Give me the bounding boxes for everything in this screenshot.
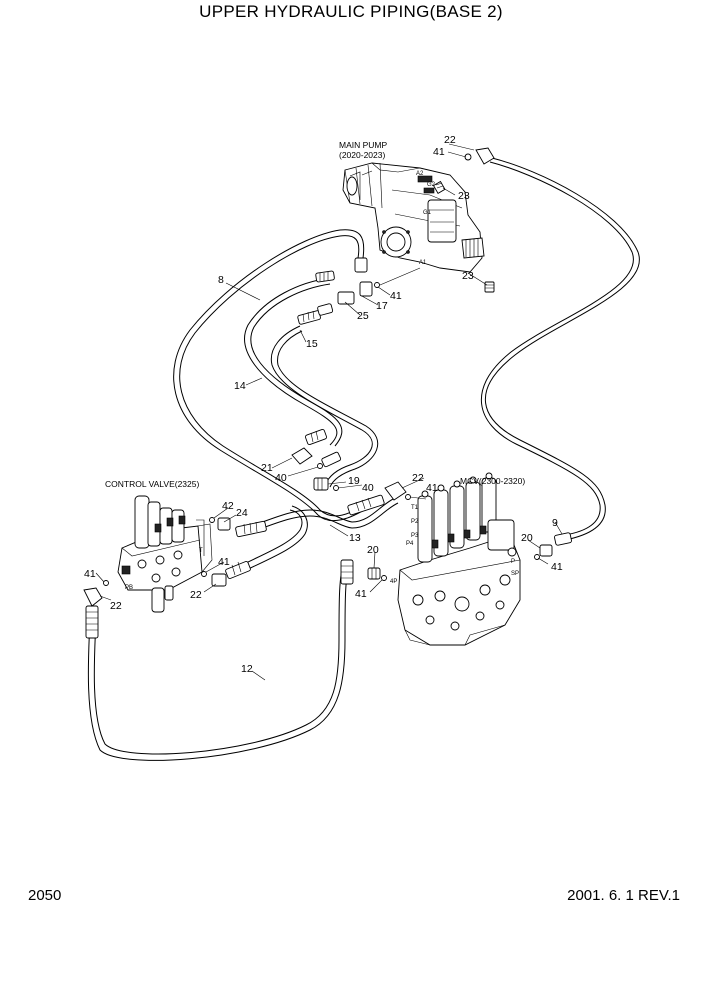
mcv-assembly: [397, 472, 521, 646]
callout-20-left: 20: [367, 544, 379, 556]
port-label-p: P: [511, 559, 515, 565]
main-pump-label-line2: (2020-2023): [339, 150, 385, 160]
plug-23-lower: [484, 281, 495, 293]
o-ring-41-mcv: [405, 494, 411, 500]
fitting-20-left: [367, 567, 381, 580]
callout-13: 13: [349, 532, 361, 544]
port-label-p3: P3: [411, 533, 419, 539]
callout-42: 42: [222, 500, 234, 512]
tee-fitting-25: [337, 291, 355, 305]
callout-41-mcv: 41: [426, 482, 438, 494]
callout-15: 15: [306, 338, 318, 350]
callout-41-cv: 41: [218, 556, 230, 568]
hose-end-9-mcv: [554, 532, 572, 546]
hose-end-19: [321, 451, 342, 468]
cv-fittings: [201, 517, 231, 587]
callout-numbers: 22 41 23 23 8 41 17 25 15 14 21 40 19 40…: [84, 134, 563, 675]
pipe-15-inner: [277, 330, 379, 488]
callout-20-right: 20: [521, 532, 533, 544]
callout-41-right: 41: [551, 561, 563, 573]
callout-22-cv: 22: [190, 589, 202, 601]
port-label-p2: P2: [411, 519, 419, 525]
revision-date: 2001. 6. 1 REV.1: [567, 887, 680, 904]
hose-end-mcv-top: [347, 481, 407, 516]
pipe-9-inner: [481, 161, 634, 536]
callout-40-a: 40: [275, 472, 287, 484]
callout-22-pump: 22: [444, 134, 456, 146]
port-label-pb: PB: [125, 585, 133, 591]
callout-22-mcv: 22: [412, 472, 424, 484]
port-label-t: T: [199, 548, 203, 554]
o-ring-40-b: [333, 485, 339, 491]
o-ring-41-mid: [374, 282, 380, 288]
port-label-a2: A2: [416, 171, 424, 177]
elbow-fitting-22-pump: [464, 147, 495, 165]
hose-end-13: [235, 520, 267, 538]
leader-lines: [95, 143, 563, 681]
callout-17: 17: [376, 300, 388, 312]
leader-cv-t: [196, 519, 205, 556]
callout-40-b: 40: [362, 482, 374, 494]
callout-22-left: 22: [110, 600, 122, 612]
pipe-13-inner: [239, 502, 399, 537]
pipe-8: [173, 229, 373, 522]
page-number: 2050: [28, 887, 62, 904]
callout-8: 8: [218, 274, 224, 286]
callout-12: 12: [241, 663, 253, 675]
callout-21: 21: [261, 462, 273, 474]
hose-end-cv-22: [225, 561, 251, 579]
callout-41-left: 41: [84, 568, 96, 580]
elbow-fitting-21: [291, 428, 327, 465]
pipe-cv-loop-inner: [229, 505, 308, 579]
port-label-g2: G2: [427, 182, 436, 188]
callout-24: 24: [236, 507, 248, 519]
callout-41-4p: 41: [355, 588, 367, 600]
callout-41-mid: 41: [390, 290, 402, 302]
callout-14: 14: [234, 380, 246, 392]
port-label-g1: G1: [423, 210, 432, 216]
port-label-sp: SP: [511, 571, 519, 577]
o-ring-41-4p: [381, 575, 387, 581]
port-label-t1: T1: [411, 505, 419, 511]
control-valve-assembly: [117, 495, 213, 613]
pipe-12-inner: [93, 562, 345, 755]
pipe-14: [244, 277, 338, 446]
callout-23-lower: 23: [462, 270, 474, 282]
plug-23-upper: [432, 180, 446, 194]
fitting-20-right: [534, 544, 553, 560]
port-label-p4: P4: [406, 541, 414, 547]
pipe-9: [485, 157, 640, 541]
hose-end-12-right: [340, 559, 354, 585]
port-label-4p: 4P: [390, 579, 397, 585]
main-pump-assembly: [342, 162, 485, 273]
callout-19: 19: [348, 475, 360, 487]
hose-end-15: [297, 303, 334, 325]
main-pump-label-line1: MAIN PUMP: [339, 140, 388, 150]
hose-end-14: [315, 270, 335, 283]
control-valve-label: CONTROL VALVE(2325): [105, 479, 199, 489]
callout-41-pump: 41: [433, 146, 445, 158]
o-ring-40-a: [317, 463, 323, 469]
mcv-label: MCV(2300-2320): [460, 476, 525, 486]
pump-adapter: [354, 257, 368, 273]
pipe-15: [270, 325, 373, 486]
fitting-17: [359, 281, 373, 297]
hose-end-12-left: [83, 587, 103, 639]
pipe-8-inner: [179, 235, 371, 517]
fitting-19: [313, 477, 329, 491]
page-title: UPPER HYDRAULIC PIPING(BASE 2): [199, 2, 503, 21]
callout-23-upper: 23: [458, 190, 470, 202]
callout-9: 9: [552, 517, 558, 529]
pipe-13: [239, 497, 396, 531]
pipe-12: [87, 564, 351, 761]
o-ring-41-left: [103, 580, 109, 586]
callout-25: 25: [357, 310, 369, 322]
port-label-a1: A1: [419, 260, 427, 266]
pipe-cv-loop: [227, 509, 303, 573]
pipe-14-inner: [250, 283, 343, 447]
